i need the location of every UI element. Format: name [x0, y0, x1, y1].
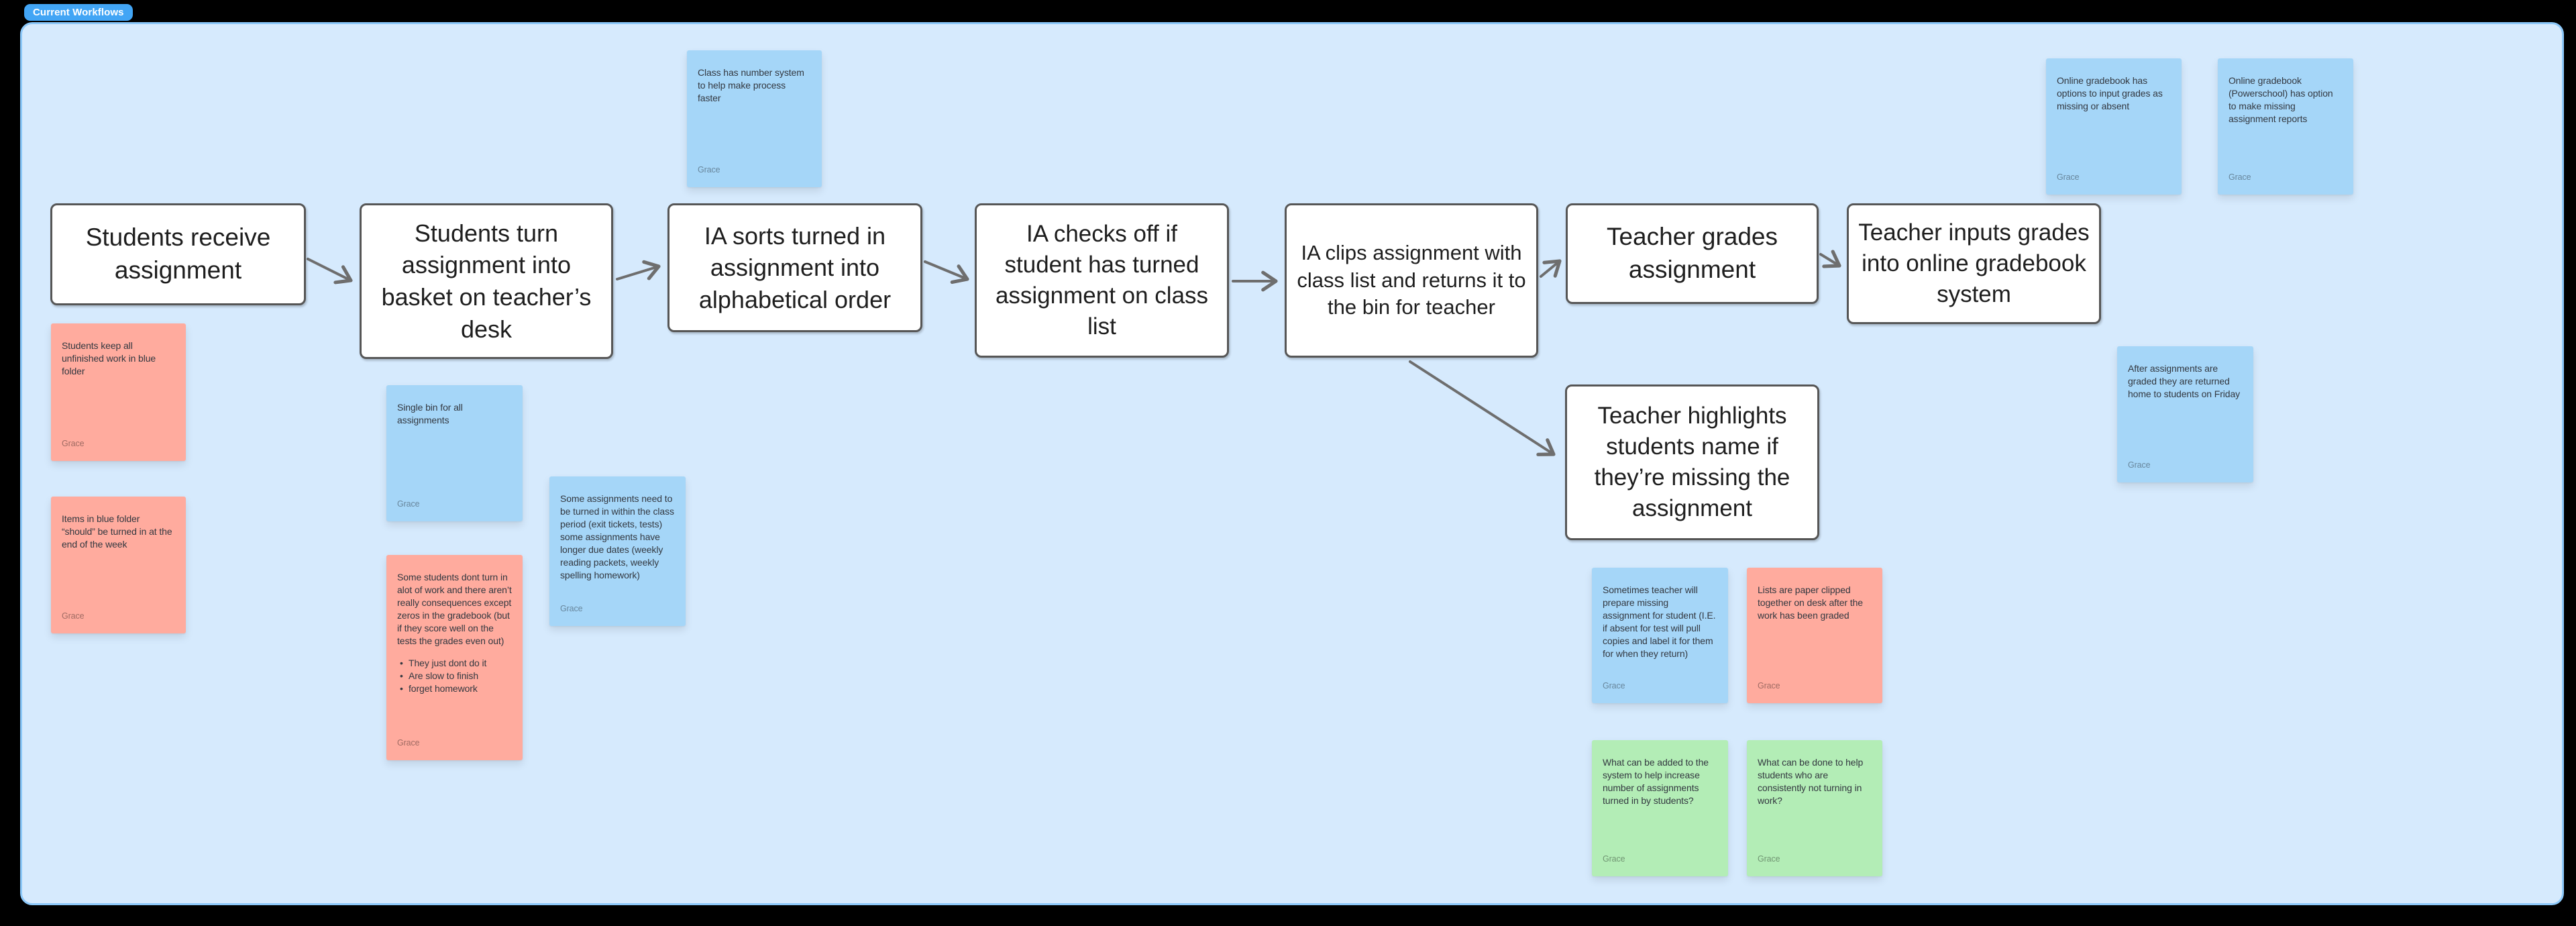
sticky-note-students-dont-turn-in[interactable]: Some students dont turn in alot of work …	[386, 555, 523, 760]
flow-box-ia-clips-returns[interactable]: IA clips assignment with class list and …	[1285, 203, 1538, 358]
sticky-note-text: Sometimes teacher will prepare missing a…	[1603, 584, 1716, 659]
sticky-note-single-bin[interactable]: Single bin for all assignments Grace	[386, 385, 523, 521]
sticky-note-author: Grace	[2229, 172, 2251, 182]
sticky-note-bullet: They just dont do it	[397, 657, 512, 670]
sticky-note-author: Grace	[2057, 172, 2080, 182]
sticky-note-due-date-types[interactable]: Some assignments need to be turned in wi…	[549, 476, 686, 626]
sticky-note-question-increase-turn-in[interactable]: What can be added to the system to help …	[1592, 740, 1728, 876]
sticky-note-question-help-students[interactable]: What can be done to help students who ar…	[1747, 740, 1882, 876]
flow-box-text: Students turn assignment into basket on …	[381, 219, 592, 343]
sticky-note-text: Online gradebook has options to input gr…	[2057, 75, 2163, 111]
sticky-note-text: What can be added to the system to help …	[1603, 757, 1709, 806]
sticky-note-text: Students keep all unfinished work in blu…	[62, 340, 156, 376]
flow-box-ia-checks-off[interactable]: IA checks off if student has turned assi…	[975, 203, 1229, 358]
sticky-note-powerschool-reports[interactable]: Online gradebook (Powerschool) has optio…	[2218, 58, 2353, 195]
flow-box-text: Teacher grades assignment	[1606, 223, 1778, 283]
sticky-note-author: Grace	[397, 499, 420, 509]
sticky-note-text: Single bin for all assignments	[397, 402, 463, 425]
sticky-note-text: Items in blue folder “should” be turned …	[62, 513, 172, 550]
flow-box-text: Teacher inputs grades into online gradeb…	[1858, 219, 2090, 308]
sticky-note-text: Class has number system to help make pro…	[698, 67, 804, 103]
sticky-note-author: Grace	[1758, 681, 1780, 690]
flow-box-text: IA sorts turned in assignment into alpha…	[698, 221, 892, 313]
sticky-note-paper-clipped-lists[interactable]: Lists are paper clipped together on desk…	[1747, 568, 1882, 703]
flow-box-teacher-highlights-missing[interactable]: Teacher highlights students name if they…	[1565, 384, 1819, 540]
flow-box-teacher-grades[interactable]: Teacher grades assignment	[1566, 203, 1819, 304]
sticky-note-bullet: forget homework	[397, 682, 512, 695]
flow-box-text: Students receive assignment	[85, 223, 271, 284]
sticky-note-blue-folder-unfinished[interactable]: Students keep all unfinished work in blu…	[51, 323, 186, 461]
flow-box-ia-sorts-alphabetical[interactable]: IA sorts turned in assignment into alpha…	[667, 203, 922, 332]
sticky-note-class-number-system[interactable]: Class has number system to help make pro…	[687, 50, 822, 187]
sticky-note-folder-should-turn-in[interactable]: Items in blue folder “should” be turned …	[51, 497, 186, 633]
sticky-note-author: Grace	[1603, 681, 1625, 690]
sticky-note-text: Some students dont turn in alot of work …	[397, 572, 512, 646]
sticky-note-returned-friday[interactable]: After assignments are graded they are re…	[2117, 346, 2253, 482]
sticky-note-text: Lists are paper clipped together on desk…	[1758, 584, 1863, 621]
flow-box-students-receive-assignment[interactable]: Students receive assignment	[50, 203, 306, 305]
sticky-note-text: Online gradebook (Powerschool) has optio…	[2229, 75, 2333, 124]
flow-box-text: IA checks off if student has turned assi…	[995, 220, 1209, 340]
sticky-note-author: Grace	[2128, 460, 2151, 470]
flow-box-turn-into-basket[interactable]: Students turn assignment into basket on …	[360, 203, 613, 359]
sticky-note-author: Grace	[62, 611, 85, 621]
flow-box-text: IA clips assignment with class list and …	[1297, 240, 1526, 319]
sticky-note-author: Grace	[1603, 854, 1625, 864]
sticky-note-author: Grace	[397, 738, 420, 748]
sticky-note-author: Grace	[698, 165, 720, 174]
sticky-note-bullet-list: They just dont do it Are slow to finish …	[397, 657, 512, 695]
sticky-note-text: Some assignments need to be turned in wi…	[560, 493, 674, 580]
page-label-chip[interactable]: Current Workflows	[24, 4, 133, 21]
sticky-note-author: Grace	[560, 604, 583, 613]
sticky-note-prepare-missing-assignment[interactable]: Sometimes teacher will prepare missing a…	[1592, 568, 1728, 703]
sticky-note-author: Grace	[62, 439, 85, 448]
flow-box-text: Teacher highlights students name if they…	[1594, 402, 1790, 522]
flow-box-teacher-inputs-grades[interactable]: Teacher inputs grades into online gradeb…	[1847, 203, 2101, 324]
sticky-note-author: Grace	[1758, 854, 1780, 864]
sticky-note-bullet: Are slow to finish	[397, 670, 512, 682]
sticky-note-text: After assignments are graded they are re…	[2128, 363, 2241, 399]
sticky-note-text: What can be done to help students who ar…	[1758, 757, 1864, 806]
sticky-note-gradebook-missing-options[interactable]: Online gradebook has options to input gr…	[2046, 58, 2182, 195]
